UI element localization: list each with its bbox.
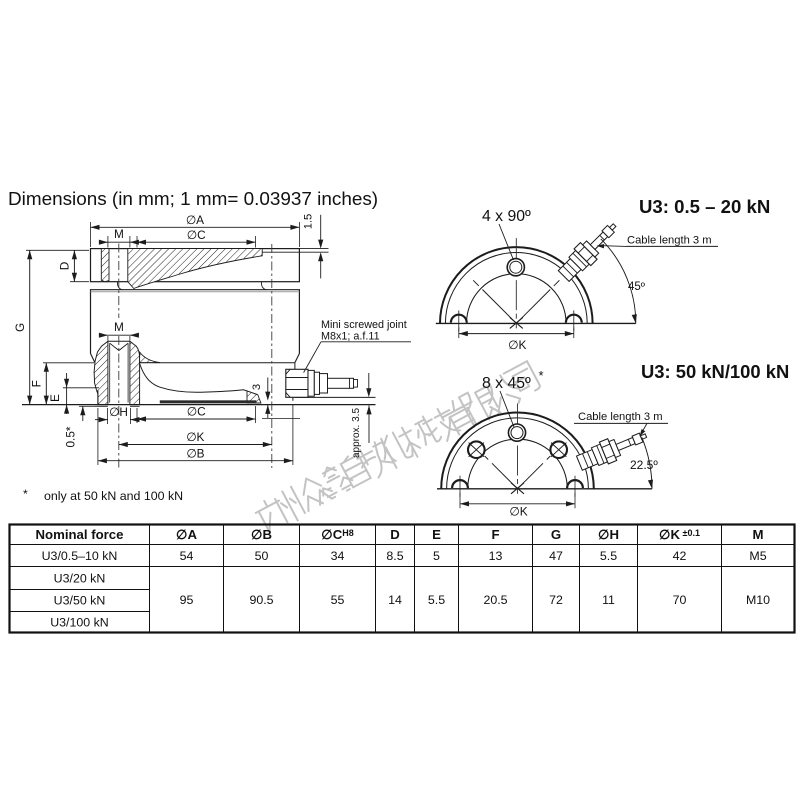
svg-text:∅B: ∅B	[251, 527, 272, 542]
svg-text:∅C: ∅C	[187, 405, 206, 419]
svg-text:54: 54	[180, 549, 194, 563]
svg-text:M10: M10	[746, 593, 770, 607]
svg-text:95: 95	[180, 593, 194, 607]
svg-text:U3/100 kN: U3/100 kN	[50, 616, 109, 630]
svg-text:∅H: ∅H	[109, 405, 128, 419]
svg-text:∅K: ∅K	[186, 430, 204, 444]
svg-text:∅C: ∅C	[187, 228, 206, 242]
svg-text:5.5: 5.5	[600, 549, 617, 563]
svg-text:∅B: ∅B	[186, 446, 204, 460]
svg-text:20.5: 20.5	[483, 593, 507, 607]
svg-text:E: E	[48, 394, 62, 402]
svg-text:F: F	[491, 527, 499, 542]
svg-text:U3: 0.5 – 20 kN: U3: 0.5 – 20 kN	[639, 196, 770, 217]
svg-text:14: 14	[388, 593, 402, 607]
svg-text:approx. 3.5: approx. 3.5	[351, 408, 362, 458]
svg-text:∅A: ∅A	[186, 213, 204, 227]
svg-text:∅K: ∅K	[509, 504, 527, 518]
svg-text:50: 50	[255, 549, 269, 563]
svg-text:42: 42	[673, 549, 687, 563]
svg-text:M: M	[114, 227, 124, 241]
svg-text:90.5: 90.5	[249, 593, 273, 607]
svg-text:11: 11	[602, 593, 615, 607]
svg-text:Cable length 3 m: Cable length 3 m	[627, 235, 712, 247]
svg-text:F: F	[29, 380, 43, 387]
svg-text:0.5*: 0.5*	[64, 426, 78, 447]
svg-text:5: 5	[433, 549, 440, 563]
svg-text:5.5: 5.5	[428, 593, 445, 607]
svg-text:M: M	[753, 527, 764, 542]
svg-text:U3: 50 kN/100 kN: U3: 50 kN/100 kN	[641, 361, 789, 382]
svg-text:3: 3	[251, 384, 263, 390]
svg-text:U3/0.5–10 kN: U3/0.5–10 kN	[42, 549, 118, 563]
svg-text:55: 55	[331, 593, 345, 607]
svg-text:1.5: 1.5	[303, 214, 315, 230]
svg-text:Nominal force: Nominal force	[36, 527, 124, 542]
svg-text:only at 50 kN and 100 kN: only at 50 kN and 100 kN	[44, 489, 183, 503]
svg-text:70: 70	[673, 593, 687, 607]
svg-text:8 x 45º: 8 x 45º	[482, 375, 531, 392]
svg-text:G: G	[13, 323, 27, 332]
svg-text:E: E	[432, 527, 441, 542]
svg-text:U3/50 kN: U3/50 kN	[54, 593, 106, 607]
svg-text:∅K: ∅K	[508, 338, 526, 352]
svg-text:Cable length 3 m: Cable length 3 m	[578, 411, 663, 423]
svg-text:13: 13	[489, 549, 503, 563]
svg-text:∅H: ∅H	[598, 527, 619, 542]
svg-text:Dimensions (in mm; 1 mm= 0.039: Dimensions (in mm; 1 mm= 0.03937 inches)	[8, 189, 378, 210]
svg-text:47: 47	[549, 549, 563, 563]
svg-text:D: D	[390, 527, 400, 542]
svg-text:34: 34	[331, 549, 345, 563]
svg-text:Mini screwed joint: Mini screwed joint	[321, 319, 407, 331]
svg-text:72: 72	[549, 593, 563, 607]
svg-text:U3/20 kN: U3/20 kN	[54, 571, 106, 585]
svg-text:4 x 90º: 4 x 90º	[482, 208, 531, 225]
svg-text:G: G	[551, 527, 561, 542]
svg-text:8.5: 8.5	[386, 549, 403, 563]
svg-text:∅A: ∅A	[176, 527, 197, 542]
svg-text:M8x1; a.f.11: M8x1; a.f.11	[321, 331, 380, 343]
svg-text:*: *	[539, 368, 544, 383]
svg-text:D: D	[57, 262, 71, 271]
svg-text:M5: M5	[749, 549, 766, 563]
svg-text:M: M	[114, 320, 124, 334]
svg-text:45º: 45º	[628, 281, 646, 293]
svg-text:22.5º: 22.5º	[630, 458, 658, 472]
svg-text:*: *	[23, 487, 28, 501]
